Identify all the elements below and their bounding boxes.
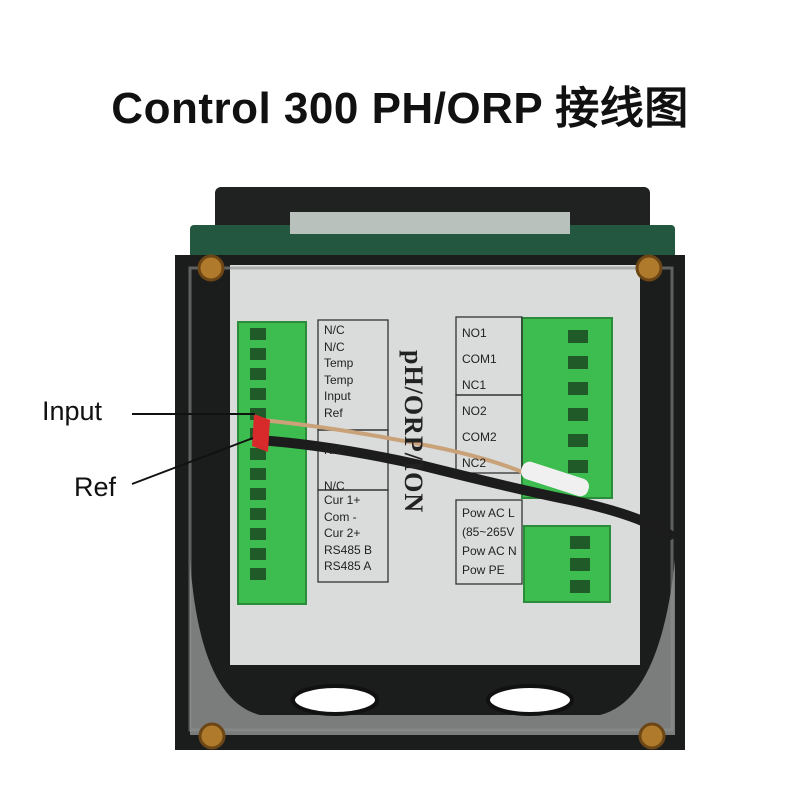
screw-insert-bottom-left <box>198 722 226 750</box>
left-label-box-3 <box>317 489 389 583</box>
cover-edge <box>188 266 674 732</box>
ref-callout-label: Ref <box>74 472 117 502</box>
terminal-label: NO1 <box>462 326 487 340</box>
terminal-label: Cur 1+ <box>324 493 361 507</box>
right-power-terminal-slots <box>570 536 590 593</box>
terminal-label: NO2 <box>462 404 487 418</box>
terminal-label: Pow AC L <box>462 506 515 520</box>
right-label-box-2 <box>455 394 523 474</box>
right-terminal-labels-group2: NO2 COM2 NC2 <box>462 398 497 476</box>
terminal-label: Pow PE <box>462 563 505 577</box>
left-terminal-labels-group1: N/C N/C Temp Temp Input Ref <box>324 322 353 421</box>
right-terminal-labels-group1: NO1 COM1 NC1 <box>462 320 497 398</box>
input-callout-label: Input <box>42 396 103 426</box>
terminal-label: Ref <box>324 405 343 420</box>
cable-hole-left <box>291 684 379 716</box>
ref-callout-line <box>131 437 254 485</box>
cable-hole-right <box>486 684 574 716</box>
terminal-label: N/C <box>324 479 345 493</box>
page-title: Control 300 PH/ORP 接线图 <box>111 84 689 133</box>
left-terminal-labels-group3: Cur 1+ Com - Cur 2+ RS485 B RS485 A <box>324 492 372 575</box>
terminal-label: COM2 <box>462 430 497 444</box>
screw-insert-bottom-right <box>638 722 666 750</box>
terminal-label: Pow AC N <box>462 544 517 558</box>
red-ferrule <box>252 414 270 452</box>
right-label-box-3 <box>455 499 523 585</box>
sensor-cable <box>253 435 675 540</box>
lower-chamber <box>190 560 675 735</box>
left-terminal-slots <box>250 328 266 580</box>
model-vertical-label: pH/ORP/ION <box>399 350 428 514</box>
right-relay-terminal-slots <box>568 330 588 473</box>
terminal-label: COM1 <box>462 352 497 366</box>
terminal-label: N/C <box>324 323 345 337</box>
cable-sleeve <box>521 461 589 497</box>
left-terminal-labels-group2: N/C N/C <box>324 432 345 504</box>
terminal-label: N/C <box>324 339 345 354</box>
right-terminal-labels-group3: Pow AC L (85~265V Pow AC N Pow PE <box>462 504 517 580</box>
terminal-label: Temp <box>324 372 354 387</box>
terminal-label: Input <box>324 389 351 403</box>
input-core-wire <box>261 418 541 482</box>
screw-insert-top-left <box>197 254 225 282</box>
terminal-label: Com - <box>324 509 357 524</box>
terminal-label: NC1 <box>462 378 487 392</box>
right-power-terminal-block <box>523 525 611 603</box>
terminal-label: Cur 2+ <box>324 526 361 540</box>
terminal-label: (85~265V <box>462 525 515 539</box>
terminal-label: Temp <box>324 356 354 370</box>
terminal-label: NC2 <box>462 456 487 470</box>
top-label-plate <box>290 212 570 234</box>
terminal-label: N/C <box>324 443 345 457</box>
terminal-label: RS485 A <box>324 559 372 573</box>
terminal-label: RS485 B <box>324 542 373 557</box>
left-terminal-block <box>237 321 307 605</box>
screw-insert-top-right <box>635 254 663 282</box>
